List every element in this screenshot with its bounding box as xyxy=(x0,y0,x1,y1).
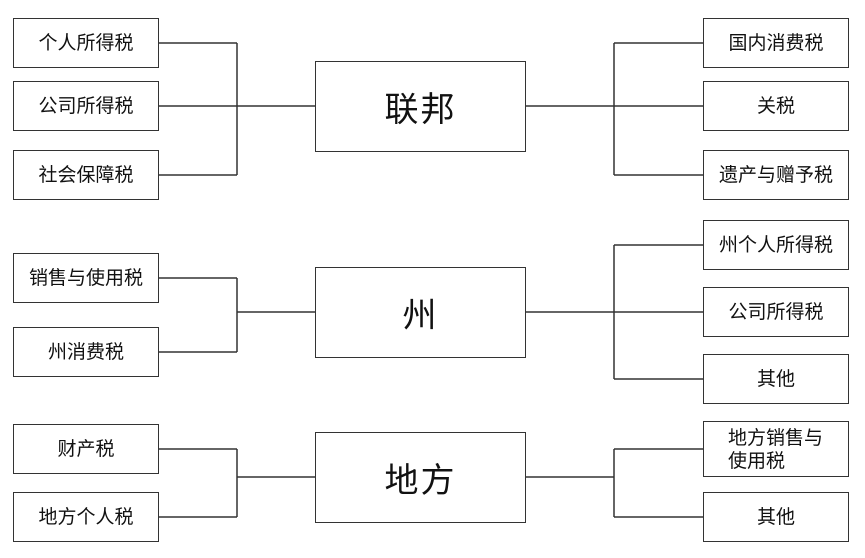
state-right-item: 其他 xyxy=(703,354,849,404)
local-left-item: 地方个人税 xyxy=(13,492,159,542)
local-right-item: 其他 xyxy=(703,492,849,542)
state-level-box: 州 xyxy=(315,267,526,358)
local-left-item: 财产税 xyxy=(13,424,159,474)
state-left-item: 州消费税 xyxy=(13,327,159,377)
federal-level-box: 联邦 xyxy=(315,61,526,152)
federal-left-item: 个人所得税 xyxy=(13,18,159,68)
state-left-item: 销售与使用税 xyxy=(13,253,159,303)
federal-right-item: 国内消费税 xyxy=(703,18,849,68)
federal-right-item: 遗产与赠予税 xyxy=(703,150,849,200)
local-right-item: 地方销售与 使用税 xyxy=(703,421,849,477)
state-right-item: 公司所得税 xyxy=(703,287,849,337)
federal-right-item: 关税 xyxy=(703,81,849,131)
state-right-item: 州个人所得税 xyxy=(703,220,849,270)
local-level-box: 地方 xyxy=(315,432,526,523)
federal-left-item: 社会保障税 xyxy=(13,150,159,200)
federal-left-item: 公司所得税 xyxy=(13,81,159,131)
